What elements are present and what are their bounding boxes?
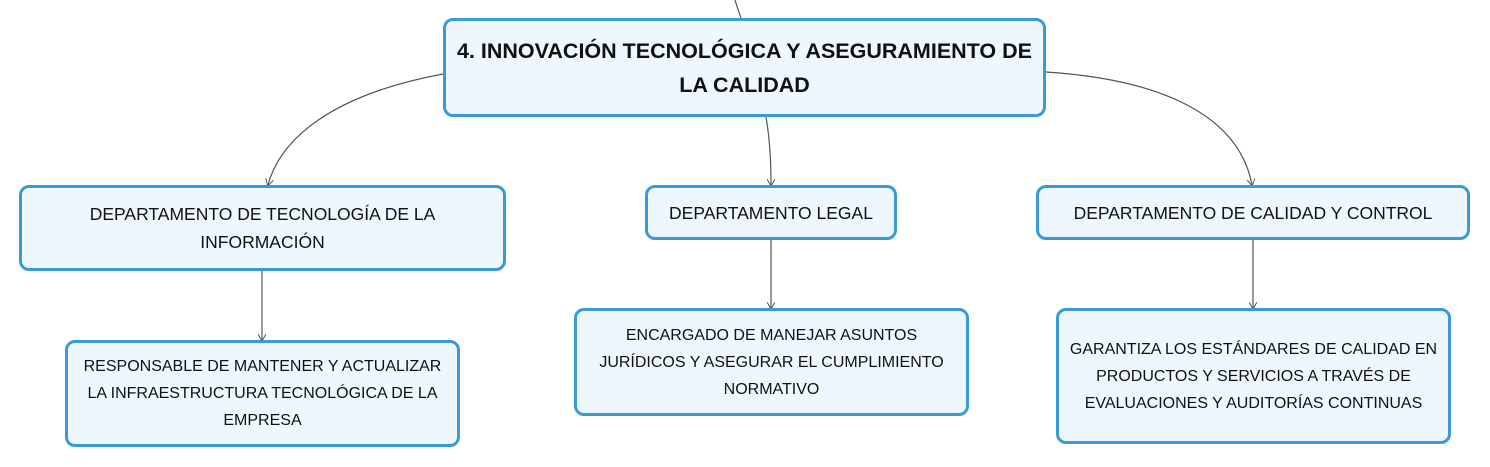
description-node-quality[interactable]: GARANTIZA LOS ESTÁNDARES DE CALIDAD EN P… — [1056, 308, 1451, 444]
department-node-quality[interactable]: DEPARTAMENTO DE CALIDAD Y CONTROL — [1036, 185, 1470, 240]
department-label-it: DEPARTAMENTO DE TECNOLOGÍA DE LA INFORMA… — [89, 204, 436, 252]
description-text-it: RESPONSABLE DE MANTENER Y ACTUALIZAR LA … — [83, 358, 442, 429]
department-node-legal[interactable]: DEPARTAMENTO LEGAL — [645, 185, 897, 240]
department-label-legal: DEPARTAMENTO LEGAL — [669, 202, 873, 223]
root-topic-label: 4. INNOVACIÓN TECNOLÓGICA Y ASEGURAMIENT… — [457, 38, 1032, 97]
connector-root-to-dept-quality — [1045, 71, 1252, 185]
connector-root-to-dept-legal — [765, 116, 771, 185]
department-label-quality: DEPARTAMENTO DE CALIDAD Y CONTROL — [1073, 202, 1433, 223]
description-text-quality: GARANTIZA LOS ESTÁNDARES DE CALIDAD EN P… — [1069, 340, 1438, 412]
department-node-it[interactable]: DEPARTAMENTO DE TECNOLOGÍA DE LA INFORMA… — [19, 185, 506, 271]
connector-root-to-dept-ti — [268, 73, 444, 185]
root-topic-node[interactable]: 4. INNOVACIÓN TECNOLÓGICA Y ASEGURAMIENT… — [443, 18, 1046, 117]
description-node-legal[interactable]: ENCARGADO DE MANEJAR ASUNTOS JURÍDICOS Y… — [574, 308, 969, 416]
description-text-legal: ENCARGADO DE MANEJAR ASUNTOS JURÍDICOS Y… — [599, 326, 944, 398]
connector-parent-to-root — [734, 0, 742, 19]
description-node-it[interactable]: RESPONSABLE DE MANTENER Y ACTUALIZAR LA … — [65, 340, 460, 447]
